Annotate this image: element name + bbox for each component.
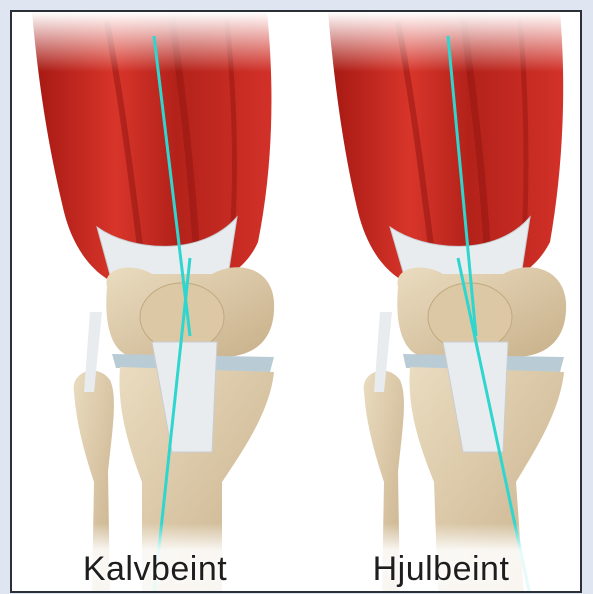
knee-illustration-left — [12, 12, 298, 593]
knee-illustration-right — [298, 12, 582, 593]
knee-panel-left: Kalvbeint — [12, 12, 298, 593]
knee-panel-right: Hjulbeint — [298, 12, 582, 593]
caption-kalvbeint: Kalvbeint — [12, 550, 298, 589]
caption-hjulbeint: Hjulbeint — [298, 550, 582, 589]
illustration-frame: Kalvbeint — [10, 10, 582, 593]
